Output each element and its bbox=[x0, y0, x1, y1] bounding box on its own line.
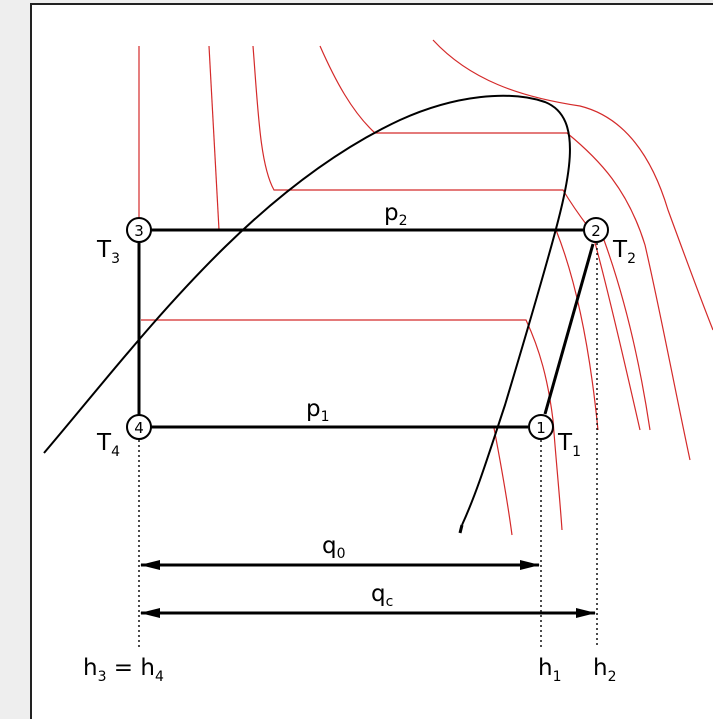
isotherm-8 bbox=[493, 427, 513, 536]
state-point-1: 1 bbox=[528, 414, 554, 440]
heat-label-qc: qc bbox=[371, 581, 393, 610]
isotherm-5 bbox=[432, 39, 713, 331]
enthalpy-label-h3-h4: h3 = h4 bbox=[83, 655, 164, 685]
temp-label-1: T1 bbox=[557, 430, 581, 460]
isotherm-3 bbox=[252, 45, 641, 431]
state-number-1: 1 bbox=[536, 419, 546, 437]
pressure-label-high: p2 bbox=[384, 200, 408, 229]
heat-label-q0: q0 bbox=[322, 533, 346, 562]
diagram-panel bbox=[30, 3, 713, 719]
state-number-4: 4 bbox=[134, 419, 144, 437]
enthalpy-label-h1: h1 bbox=[538, 655, 562, 685]
isotherm-7 bbox=[555, 229, 599, 431]
temp-label-2: T2 bbox=[612, 237, 636, 267]
state-point-4: 4 bbox=[126, 414, 152, 440]
isotherm-lines bbox=[138, 39, 713, 536]
isotherm-6 bbox=[141, 319, 563, 531]
enthalpy-label-h2: h2 bbox=[593, 655, 617, 685]
temp-label-3: T3 bbox=[96, 237, 120, 267]
state-number-3: 3 bbox=[134, 222, 144, 240]
saturation-dome bbox=[43, 94, 571, 526]
cycle-lines bbox=[137, 228, 595, 429]
isotherm-9 bbox=[603, 239, 651, 431]
line-1-2 bbox=[543, 243, 595, 415]
isotherm-2 bbox=[208, 45, 220, 231]
temp-label-4: T4 bbox=[96, 430, 120, 460]
state-number-2: 2 bbox=[591, 222, 601, 240]
state-point-3: 3 bbox=[126, 217, 152, 243]
dome-end-tick bbox=[458, 524, 464, 534]
isotherm-4 bbox=[319, 45, 691, 461]
pressure-label-low: p1 bbox=[306, 396, 330, 425]
state-point-2: 2 bbox=[583, 217, 609, 243]
